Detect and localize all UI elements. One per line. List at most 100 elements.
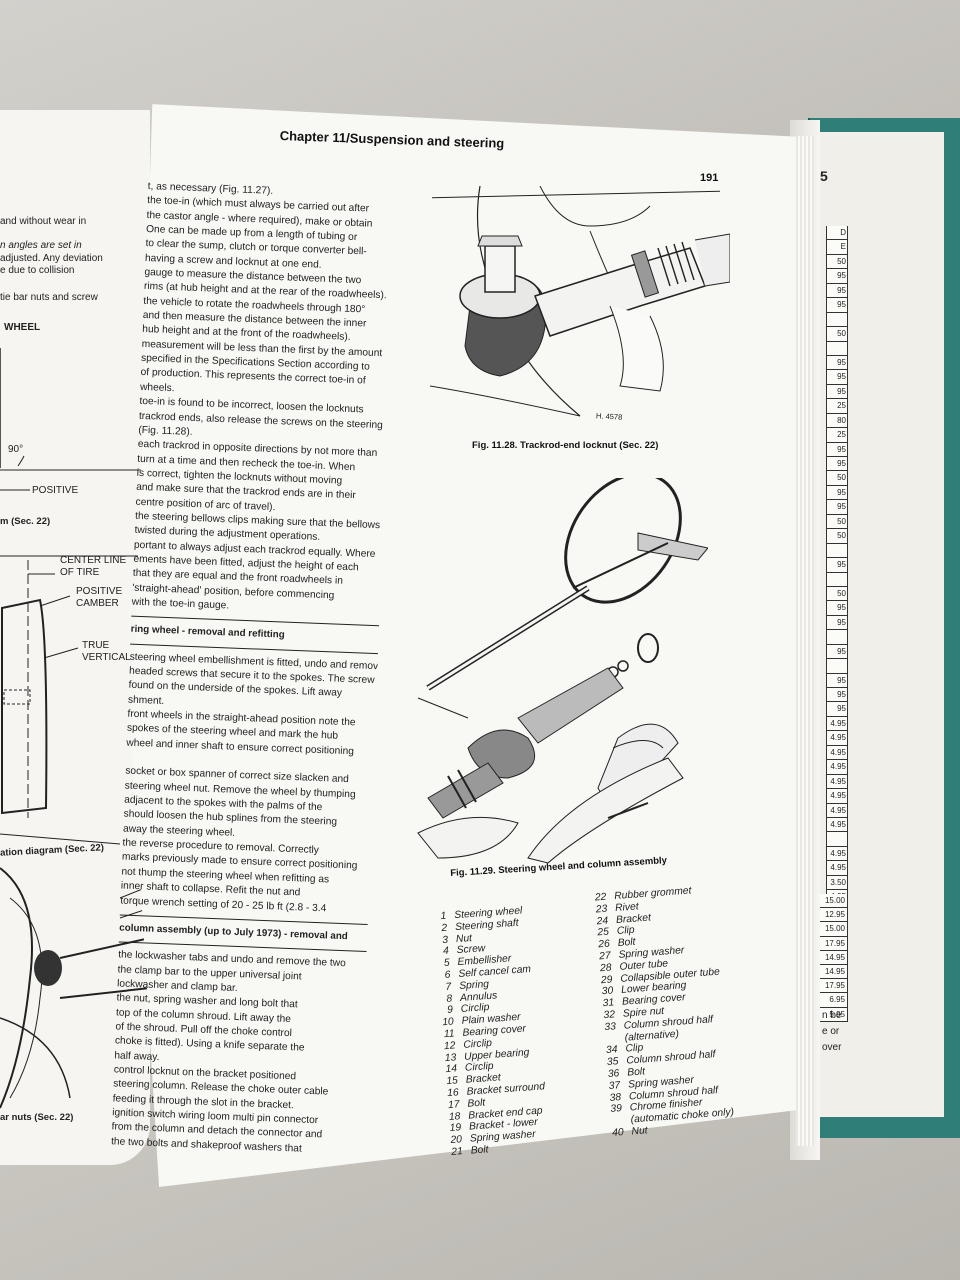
trackrod-end-illustration <box>430 186 730 417</box>
next-page-fragment: n be <box>822 1010 842 1021</box>
center-line-label: CENTER LINE <box>60 555 127 566</box>
left-heading: WHEEL <box>4 322 41 333</box>
price-cell: 95 <box>826 688 848 703</box>
legend-label: Bolt <box>626 1066 646 1079</box>
price-cell: 17.95 <box>816 979 848 994</box>
toe-in-paragraphs: t, as necessary (Fig. 11.27).the toe-in … <box>131 180 395 620</box>
price-cell: 15.00 <box>816 894 848 909</box>
next-page-heading-fragment: 5 <box>820 168 828 184</box>
price-cell: 4.95 <box>826 760 848 775</box>
figure-code: H. 4578 <box>595 411 623 422</box>
true-vertical-label: TRUE <box>82 640 110 651</box>
price-cell: 3.50 <box>826 875 848 891</box>
legend-number <box>599 1041 617 1042</box>
price-cell: 95 <box>826 283 848 299</box>
true-vertical-label-2: VERTICAL <box>82 652 131 663</box>
legend-label: Bracket <box>615 912 652 926</box>
price-cell: 15.00 <box>816 922 848 937</box>
price-cell <box>826 659 848 674</box>
positive-camber-label: POSITIVE <box>76 586 123 597</box>
body-text-column: t, as necessary (Fig. 11.27).the toe-in … <box>111 180 396 1159</box>
price-cell: 95 <box>826 442 848 457</box>
price-cell: 50 <box>826 529 848 544</box>
legend-number <box>605 1123 623 1124</box>
price-cell: 95 <box>826 500 848 515</box>
legend-label: Circlip <box>460 1002 490 1016</box>
price-cell: 95 <box>826 269 848 284</box>
positive-label: POSITIVE <box>32 485 79 496</box>
legend-label: Annulus <box>459 989 498 1004</box>
price-cell: E <box>826 240 848 255</box>
legend-label: Rivet <box>614 901 640 914</box>
legend-label: Bolt <box>470 1144 489 1157</box>
legend-number: 21 <box>450 1146 464 1158</box>
camber-diagram <box>0 348 150 1109</box>
legend-label: Bolt <box>617 936 636 950</box>
next-page-fragment: over <box>822 1042 842 1053</box>
steering-wheel-paragraphs: steering wheel embellishment is fitted, … <box>120 650 378 918</box>
legend-label: Nut <box>455 932 473 945</box>
price-cell <box>826 312 848 328</box>
price-cell: 95 <box>826 355 848 371</box>
angle-label: 90° <box>8 444 24 455</box>
price-cell <box>826 341 848 356</box>
price-cell: 17.95 <box>816 936 848 951</box>
positive-camber-label-2: CAMBER <box>76 598 119 609</box>
price-cell: 25 <box>826 428 848 443</box>
legend-label: Clip <box>625 1042 644 1056</box>
price-cell <box>826 630 848 645</box>
column-removal-paragraphs: the lockwasher tabs and undo and remove … <box>111 949 367 1159</box>
left-page <box>0 110 150 1165</box>
price-cell: 95 <box>826 702 848 717</box>
price-cell: 95 <box>826 298 848 313</box>
price-cell: 95 <box>826 558 848 573</box>
next-page-fragment: e or <box>822 1026 840 1037</box>
price-cell: 95 <box>826 601 848 616</box>
price-cell <box>826 543 848 559</box>
price-cell: 95 <box>826 615 848 631</box>
price-cell: 4.95 <box>826 803 848 818</box>
price-cell: 25 <box>826 399 848 414</box>
figure-caption-11-28: Fig. 11.28. Trackrod-end locknut (Sec. 2… <box>472 440 659 451</box>
of-tire-label: OF TIRE <box>60 567 100 578</box>
left-line: n angles are set in <box>0 240 82 251</box>
price-cell: 50 <box>826 514 848 530</box>
price-cell: 6.95 <box>816 993 848 1008</box>
price-cell: 50 <box>826 254 848 270</box>
price-cell: 50 <box>826 586 848 602</box>
price-cell: 50 <box>826 327 848 342</box>
price-cell: 50 <box>826 471 848 486</box>
price-cell: 4.95 <box>826 774 848 790</box>
steering-column-exploded-view <box>417 478 708 864</box>
legend-label: Bolt <box>467 1097 486 1110</box>
price-cell: 4.95 <box>826 731 848 746</box>
price-cell: 4.95 <box>826 716 848 732</box>
legend-label: Nut <box>631 1125 649 1138</box>
left-line: tie bar nuts and screw <box>0 292 98 303</box>
price-cell: 95 <box>826 673 848 688</box>
left-line: e due to collision <box>0 265 75 276</box>
price-cell: 4.95 <box>826 846 848 862</box>
legend-number: 40 <box>611 1126 625 1139</box>
price-cell: 4.95 <box>826 817 848 833</box>
price-cell: 95 <box>826 370 848 385</box>
price-cell: D <box>826 226 848 241</box>
left-line: and without wear in <box>0 216 87 227</box>
section-heading: ring wheel - removal and refitting <box>130 623 285 641</box>
price-cell: 95 <box>826 384 848 400</box>
section-heading: column assembly (up to July 1973) - remo… <box>119 922 348 943</box>
price-cell <box>826 572 848 587</box>
page-edges <box>796 136 814 1146</box>
price-cell: 95 <box>826 644 848 660</box>
price-cell: 80 <box>826 413 848 429</box>
page-number: 191 <box>700 172 719 184</box>
price-cell: 12.95 <box>816 908 848 923</box>
left-line: adjusted. Any deviation <box>0 253 103 264</box>
price-cell: 4.95 <box>826 861 848 876</box>
price-cell: 95 <box>826 457 848 472</box>
price-cell <box>826 832 848 847</box>
